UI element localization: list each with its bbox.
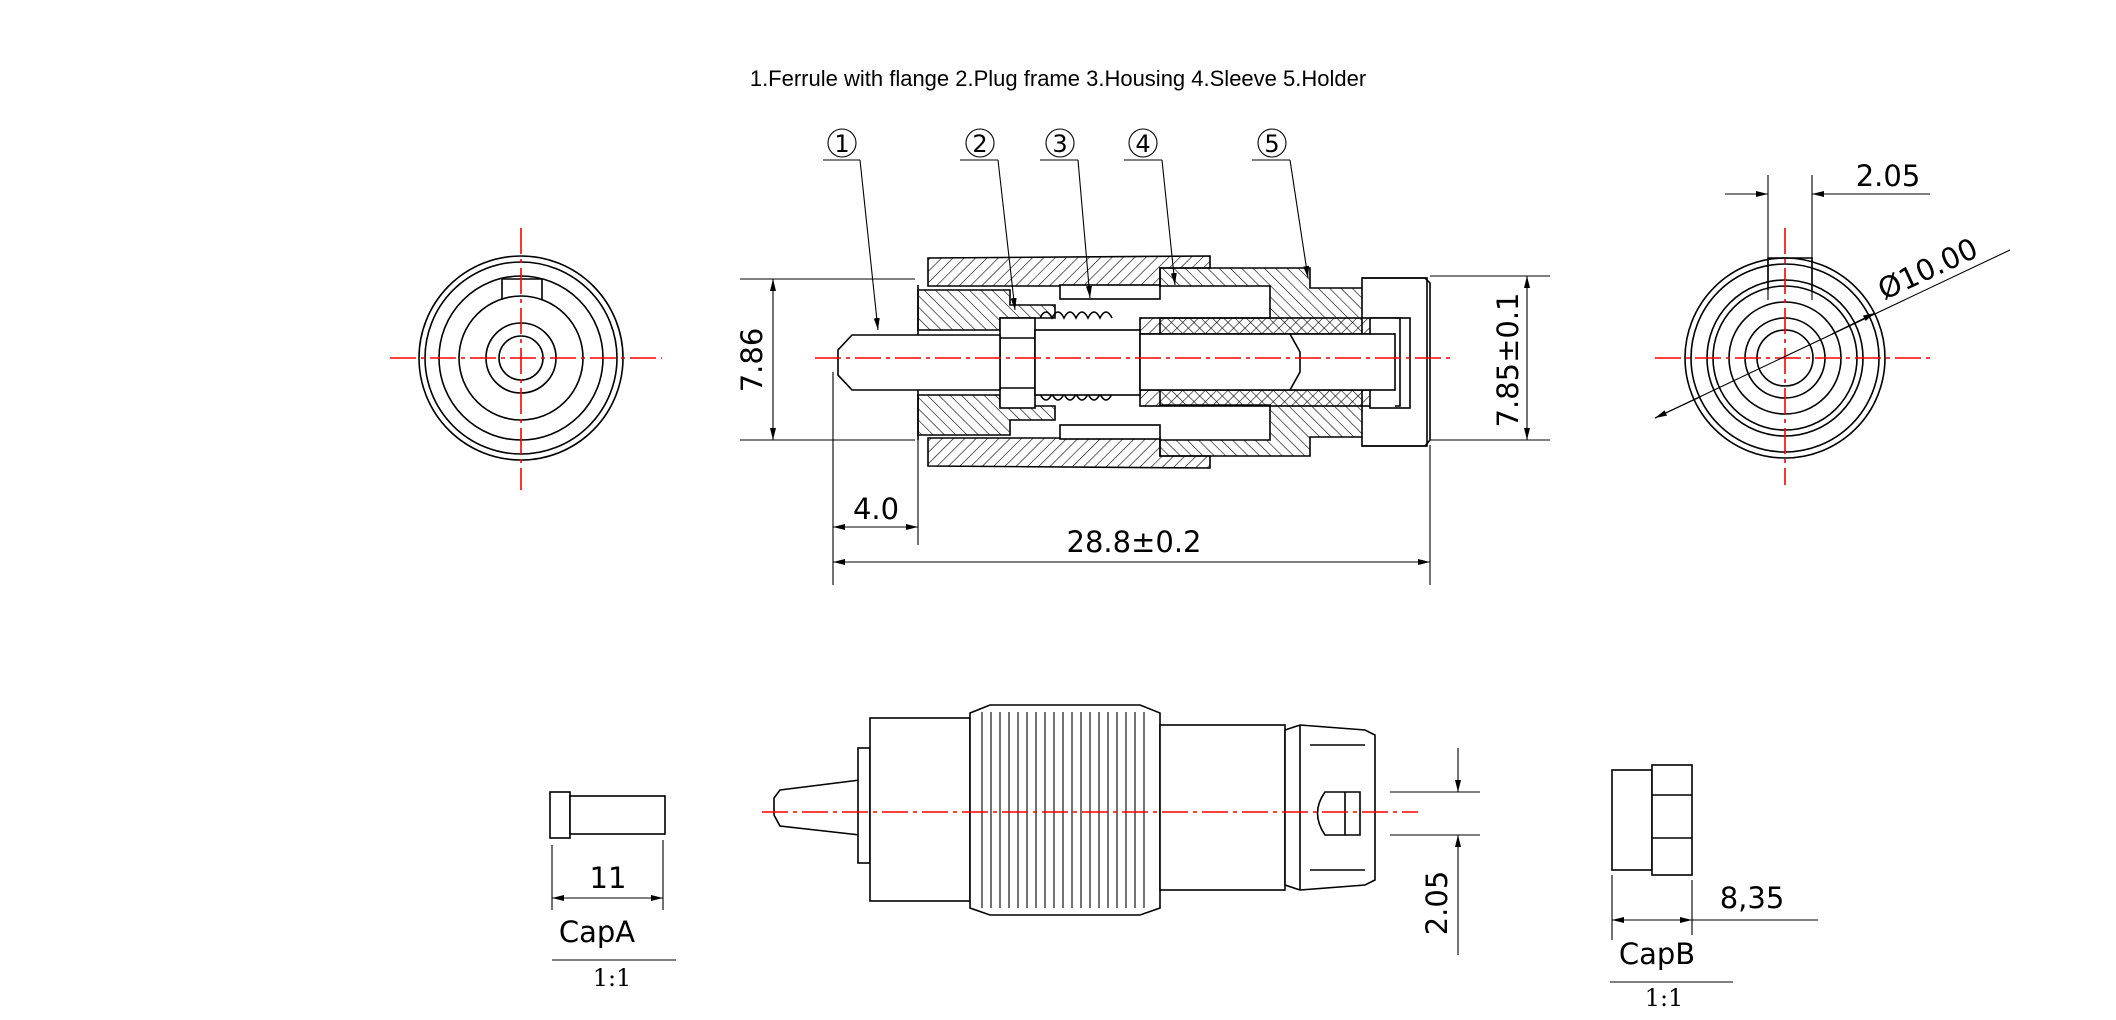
dim-key-width: 2.05: [1856, 159, 1921, 193]
knurl-lines: [981, 712, 1145, 908]
dim-overall-length: 28.8±0.2: [1067, 525, 1202, 559]
balloon-4: 4: [1135, 130, 1150, 158]
balloon-3: 3: [1052, 130, 1067, 158]
cap-b-label: CapB: [1619, 937, 1695, 971]
section-view: [740, 128, 1550, 585]
dim-height-right: 7.85±0.1: [1491, 293, 1525, 428]
balloon-5: 5: [1264, 130, 1279, 158]
dim-ferrule-protrusion: 4.0: [853, 492, 899, 526]
cap-b: [1610, 764, 1818, 983]
dim-height-left: 7.86: [735, 328, 769, 393]
cap-a: [549, 791, 676, 961]
dim-cap-a-length: 11: [590, 861, 627, 895]
dim-cap-b-length: 8,35: [1720, 881, 1785, 915]
dim-diameter: Ø10.00: [1873, 231, 1983, 307]
dim-key-width-side: 2.05: [1420, 871, 1454, 936]
cap-b-scale: 1:1: [1645, 984, 1684, 1012]
parts-legend-title: 1.Ferrule with flange 2.Plug frame 3.Hou…: [749, 66, 1367, 91]
side-view: [762, 704, 1480, 955]
balloon-1: 1: [834, 130, 849, 158]
cap-a-label: CapA: [559, 915, 635, 949]
cap-a-scale: 1:1: [593, 964, 632, 992]
balloon-2: 2: [972, 130, 987, 158]
left-end-view: [390, 228, 662, 490]
part-balloons: [823, 128, 1310, 331]
right-end-view: [1654, 175, 2011, 485]
